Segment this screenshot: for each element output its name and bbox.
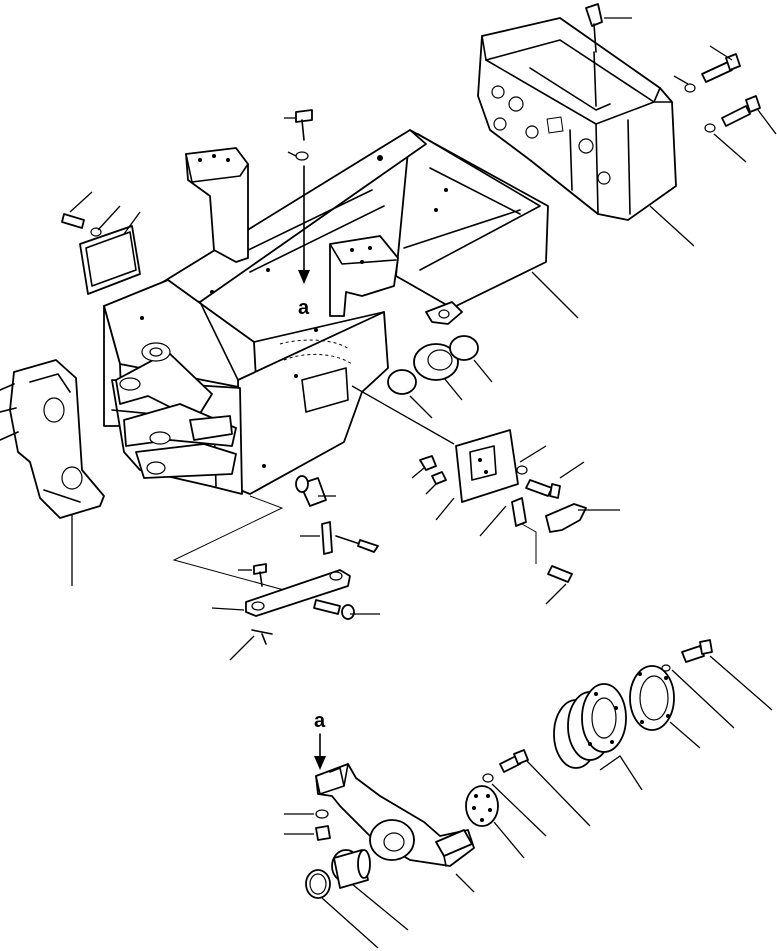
bracket-bolt — [547, 565, 573, 583]
washer-icon — [315, 809, 329, 819]
counterweight-bolt-upper — [701, 53, 741, 83]
cap-bolt — [681, 639, 713, 663]
nut-icon — [315, 825, 331, 841]
split-pin — [251, 629, 273, 645]
bushing-lower — [331, 849, 371, 889]
oscillating-support — [315, 763, 475, 867]
link-bolt — [253, 563, 267, 587]
cotter-pin — [335, 535, 379, 553]
cover-plate — [79, 225, 141, 295]
mount-bolt-top — [295, 109, 313, 161]
thrust-plate — [465, 785, 499, 827]
stop-bolt — [525, 479, 561, 499]
rear-frame — [103, 129, 549, 495]
reference-label-a-lower: a — [314, 710, 326, 732]
reference-label-a: a — [298, 297, 310, 319]
washer-icon — [431, 471, 447, 485]
bushing-and-seals — [387, 335, 479, 395]
cover-bolt — [61, 213, 85, 229]
washer-icon — [684, 83, 696, 93]
bracket-small — [511, 497, 587, 533]
stop-plate — [455, 429, 519, 503]
counterweight-bolt-lower — [721, 95, 761, 127]
stopper-bushing — [295, 475, 327, 507]
nut-icon — [419, 455, 437, 471]
retainer-cap — [629, 665, 675, 731]
link-bar — [245, 569, 351, 617]
link-pin — [321, 521, 333, 555]
counterweight — [477, 17, 677, 221]
lifting-eye-bolt — [585, 3, 603, 107]
shim-set — [553, 683, 627, 769]
front-frame-partial — [0, 359, 105, 519]
link-pin-lock — [313, 599, 355, 620]
support-bolt — [499, 749, 529, 773]
washer-icon — [482, 773, 494, 783]
